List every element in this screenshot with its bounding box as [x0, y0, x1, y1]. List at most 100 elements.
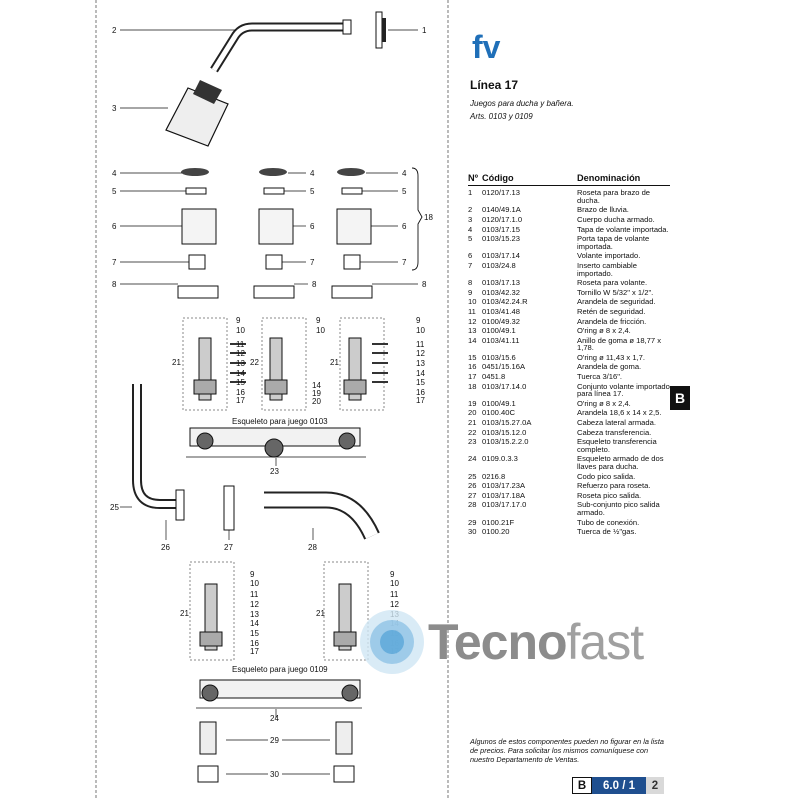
callout-27: 27: [224, 543, 233, 552]
cell-code: 0216.8: [482, 471, 506, 481]
page-title: Línea 17: [470, 78, 519, 92]
cell-name: Sub-conjunto pico salida armado.: [577, 500, 660, 517]
info-panel: fv Línea 17 Juegos para ducha y bañera. …: [458, 0, 800, 800]
cell-name: Cabeza lateral armada.: [577, 418, 656, 428]
svg-text:4: 4: [310, 169, 315, 178]
part-25-elbow: [132, 384, 185, 521]
svg-text:7: 7: [402, 258, 407, 267]
parts-table-header: Nº Código Denominación: [468, 173, 670, 187]
cell-name: Cuerpo ducha armado.: [577, 214, 655, 224]
cell-num: 29: [468, 517, 477, 527]
svg-text:10: 10: [390, 579, 399, 588]
svg-text:9: 9: [416, 316, 421, 325]
callout-22: 22: [250, 358, 259, 367]
callout-23: 23: [270, 467, 279, 476]
cell-num: 23: [468, 437, 477, 447]
cell-name: Roseta para volante.: [577, 278, 648, 288]
footer-section: B: [572, 777, 592, 794]
svg-text:9: 9: [236, 316, 241, 325]
cell-name: O'ring ø 8 x 2,4.: [577, 326, 631, 336]
skeleton-0109-label: Esqueleto para juego 0109: [232, 665, 328, 674]
svg-text:14: 14: [250, 619, 259, 628]
svg-text:12: 12: [236, 349, 245, 358]
watermark: Tecnofast: [356, 606, 645, 678]
cell-num: 10: [468, 297, 477, 307]
part-27-rosette: [223, 485, 235, 531]
cell-name: Brazo de lluvia.: [577, 205, 629, 215]
cell-name: Refuerzo para roseta.: [577, 481, 651, 491]
cell-num: 8: [468, 278, 473, 288]
watermark-part2: fast: [566, 614, 645, 670]
cell-code: 0100/49.32: [482, 316, 521, 326]
svg-text:21: 21: [330, 358, 339, 367]
svg-text:13: 13: [416, 359, 425, 368]
cell-name: Arandela de fricción.: [577, 316, 647, 326]
callout-25: 25: [110, 503, 119, 512]
bracket-18: [411, 167, 423, 271]
cell-num: 22: [468, 427, 477, 437]
svg-text:6: 6: [310, 222, 315, 231]
cell-num: 17: [468, 372, 477, 382]
cell-num: 24: [468, 454, 477, 464]
callout-6: 6: [112, 222, 117, 231]
svg-text:17: 17: [416, 396, 425, 405]
svg-text:12: 12: [390, 600, 399, 609]
cell-code: 0103/17.23A: [482, 481, 526, 491]
cell-code: 0103/41.11: [482, 335, 520, 345]
cell-name: O'ring ø 11,43 x 1,7.: [577, 352, 645, 362]
svg-text:14: 14: [312, 381, 321, 390]
callout-3: 3: [112, 104, 117, 113]
cell-code: 0100.20: [482, 527, 510, 537]
cell-name: Porta tapa de volante importada.: [577, 234, 650, 251]
cell-num: 15: [468, 352, 477, 362]
svg-text:13: 13: [250, 610, 259, 619]
cell-code: 0109.0.3.3: [482, 454, 518, 464]
page-subtitle-1: Juegos para ducha y bañera.: [470, 99, 574, 108]
callout-18: 18: [424, 213, 433, 222]
cell-num: 18: [468, 381, 477, 391]
page-footer: B 6.0 / 1 2: [572, 777, 664, 794]
svg-text:12: 12: [416, 349, 425, 358]
svg-text:12: 12: [250, 600, 259, 609]
svg-text:17: 17: [250, 647, 259, 656]
cell-code: 0120/17.13: [482, 188, 521, 198]
cell-code: 0103/41.48: [482, 306, 521, 316]
callout-8: 8: [112, 280, 117, 289]
cell-name: Arandela de goma.: [577, 362, 642, 372]
cell-name: Tornillo W 5/32" x 1/2".: [577, 287, 654, 297]
table-row: 24 0109.0.3.3 Esqueleto armado de dos llav…: [468, 455, 670, 470]
cell-num: 28: [468, 500, 477, 510]
cell-code: 0100.40C: [482, 408, 515, 418]
cell-name: Cabeza transferencia.: [577, 427, 652, 437]
cell-code: 0451.8: [482, 372, 506, 382]
callout-21: 21: [172, 358, 181, 367]
cell-name: Tubo de conexión.: [577, 517, 640, 527]
cell-name: Inserto cambiable importado.: [577, 260, 637, 278]
cell-num: 2: [468, 205, 473, 215]
callout-29: 29: [270, 736, 279, 745]
cell-code: 0103/42.24.R: [482, 297, 528, 307]
cell-num: 1: [468, 188, 473, 198]
part-29-tubes: [199, 721, 353, 755]
cell-code: 0140/49.1A: [482, 205, 521, 215]
cell-code: 0103/17.15: [482, 224, 521, 234]
svg-text:13: 13: [236, 359, 245, 368]
footnote: Algunos de estos componentes pueden no f…: [470, 737, 664, 765]
cell-code: 0103/17.17.0: [482, 500, 527, 510]
cell-name: O'ring ø 8 x 2,4.: [577, 398, 631, 408]
svg-text:21: 21: [180, 609, 189, 618]
cell-name: Esqueleto armado de dos llaves para duch…: [577, 454, 664, 472]
svg-text:15: 15: [236, 378, 245, 387]
cell-code: 0100.21F: [482, 517, 515, 527]
